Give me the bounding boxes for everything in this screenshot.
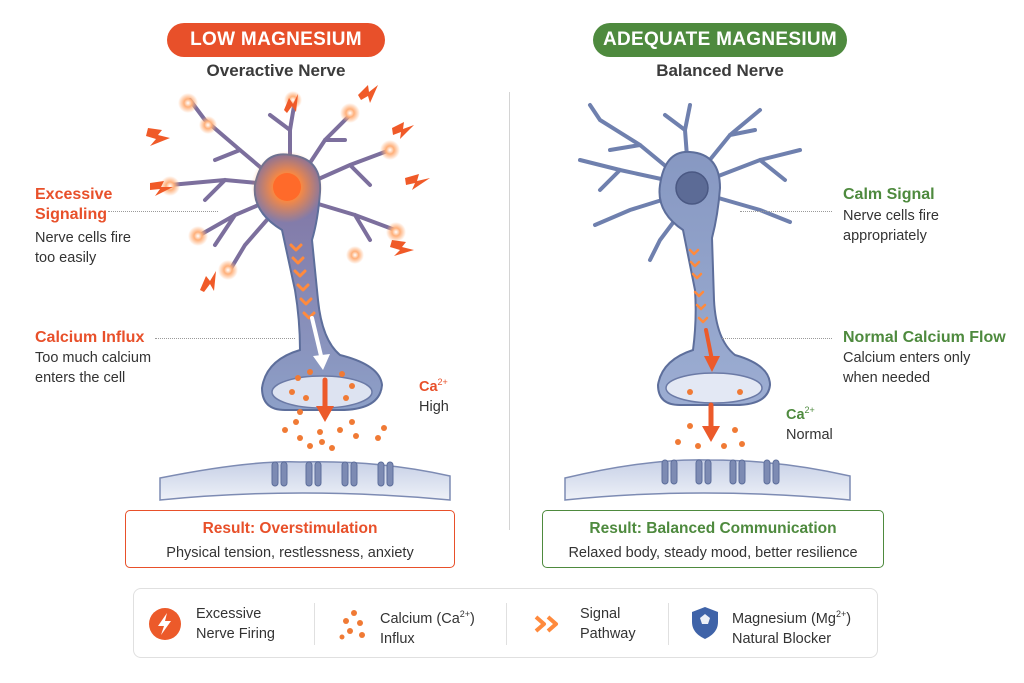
- overstimulation-result-box: Result: Overstimulation Physical tension…: [125, 510, 455, 568]
- calm-signal-title: Calm Signal: [843, 186, 935, 203]
- shield-icon: [692, 607, 718, 639]
- left-postsynaptic-membrane: [159, 461, 451, 501]
- chevron-double-right-icon: [534, 615, 558, 633]
- left-signal-chevrons: [289, 243, 316, 320]
- lightning-icon: [149, 608, 181, 640]
- calm-signal-desc-line2: appropriately: [843, 228, 927, 244]
- legend-separator: [668, 603, 669, 645]
- excessive-signaling-desc: Nerve cells fire too easily: [35, 228, 131, 268]
- adequate-magnesium-badge: ADEQUATE MAGNESIUM: [593, 23, 847, 57]
- legend-signal-label: Signal Pathway: [580, 604, 636, 644]
- legend-magnesium-line1-sup: 2+: [835, 609, 847, 619]
- left-calcium-level: Ca2+ High: [419, 372, 449, 417]
- left-ca-symbol: Ca: [419, 378, 438, 395]
- right-ca-level-value: Normal: [786, 426, 833, 443]
- calcium-dots-icon: [339, 610, 365, 640]
- legend-magnesium-line1-a: Magnesium (Mg: [732, 610, 836, 627]
- excessive-signaling-title: Excessive Signaling: [35, 185, 112, 225]
- balanced-nerve-subtitle: Balanced Nerve: [656, 61, 784, 80]
- legend-separator: [506, 603, 507, 645]
- legend-calcium-line1-sup: 2+: [459, 609, 471, 619]
- excessive-signaling-desc-line2: too easily: [35, 250, 97, 266]
- left-calcium-dots: [282, 369, 387, 451]
- calcium-influx-desc-line2: enters the cell: [35, 370, 126, 386]
- right-soma-axon: [656, 150, 772, 406]
- overstimulation-result-title: Result: Overstimulation: [202, 520, 378, 537]
- legend-magnesium-line2: Natural Blocker: [732, 630, 832, 647]
- normal-calcium-title: Normal Calcium Flow: [843, 329, 1006, 346]
- balanced-result-desc: Relaxed body, steady mood, better resili…: [568, 545, 858, 561]
- legend-firing-line2: Nerve Firing: [196, 626, 275, 642]
- right-calcium-dots: [675, 389, 745, 449]
- right-calcium-level: Ca2+ Normal: [786, 400, 833, 445]
- legend-magnesium-label: Magnesium (Mg2+) Natural Blocker: [732, 604, 851, 649]
- right-ca-charge: 2+: [804, 405, 815, 415]
- legend: Excessive Nerve Firing Calcium (Ca2+) In…: [133, 588, 878, 658]
- panel-divider: [509, 92, 510, 530]
- legend-item-signal-pathway: Signal Pathway: [514, 589, 664, 659]
- legend-item-excessive-firing: Excessive Nerve Firing: [134, 589, 312, 659]
- normal-calcium-desc: Calcium enters only when needed: [843, 348, 970, 388]
- legend-signal-line1: Signal: [580, 606, 621, 622]
- calcium-influx-desc-line1: Too much calcium: [35, 350, 152, 366]
- legend-calcium-line1: Calcium (Ca2+): [380, 609, 475, 627]
- right-receptors: [661, 459, 780, 485]
- overstimulation-result-desc: Physical tension, restlessness, anxiety: [166, 545, 414, 561]
- excessive-signaling-desc-line1: Nerve cells fire: [35, 230, 131, 246]
- calcium-influx-title: Calcium Influx: [35, 329, 145, 346]
- excessive-signaling-title-line2: Signaling: [35, 206, 107, 223]
- legend-firing-line1: Excessive: [196, 606, 262, 622]
- right-signal-chevrons: [688, 248, 709, 324]
- left-ca-charge: 2+: [437, 377, 448, 387]
- balanced-result-box: Result: Balanced Communication Relaxed b…: [542, 510, 884, 568]
- legend-item-magnesium-blocker: Magnesium (Mg2+) Natural Blocker: [674, 589, 874, 659]
- right-ca-symbol: Ca: [786, 406, 805, 423]
- legend-calcium-line1-b: ): [470, 610, 475, 627]
- legend-calcium-line2: Influx: [380, 630, 415, 647]
- excessive-signaling-leader: [108, 211, 218, 212]
- low-magnesium-badge: LOW MAGNESIUM: [167, 23, 385, 57]
- overactive-nerve-subtitle: Overactive Nerve: [206, 61, 346, 80]
- legend-separator: [314, 603, 315, 645]
- left-receptors: [271, 461, 394, 487]
- normal-calcium-leader: [722, 338, 832, 339]
- legend-signal-line2: Pathway: [580, 626, 636, 642]
- calm-signal-desc-line1: Nerve cells fire: [843, 208, 939, 224]
- left-dendrites: [168, 98, 397, 272]
- calcium-influx-leader: [155, 338, 295, 339]
- legend-magnesium-line1: Magnesium (Mg2+): [732, 609, 852, 627]
- left-ca-level-value: High: [419, 398, 449, 415]
- legend-magnesium-line1-b: ): [846, 610, 852, 627]
- calm-signal-desc: Nerve cells fire appropriately: [843, 206, 939, 246]
- legend-firing-label: Excessive Nerve Firing: [196, 604, 275, 644]
- normal-calcium-desc-line2: when needed: [843, 370, 931, 386]
- left-lightning-bolts: [146, 85, 430, 292]
- normal-calcium-desc-line1: Calcium enters only: [843, 350, 971, 366]
- legend-item-calcium-influx: Calcium (Ca2+) Influx: [324, 589, 494, 659]
- calcium-influx-desc: Too much calcium enters the cell: [35, 348, 151, 388]
- legend-calcium-line1-a: Calcium (Ca: [380, 610, 460, 627]
- excessive-signaling-title-line1: Excessive: [35, 186, 113, 203]
- balanced-result-title: Result: Balanced Communication: [589, 520, 837, 537]
- legend-calcium-label: Calcium (Ca2+) Influx: [380, 604, 475, 649]
- calm-signal-leader: [740, 211, 832, 212]
